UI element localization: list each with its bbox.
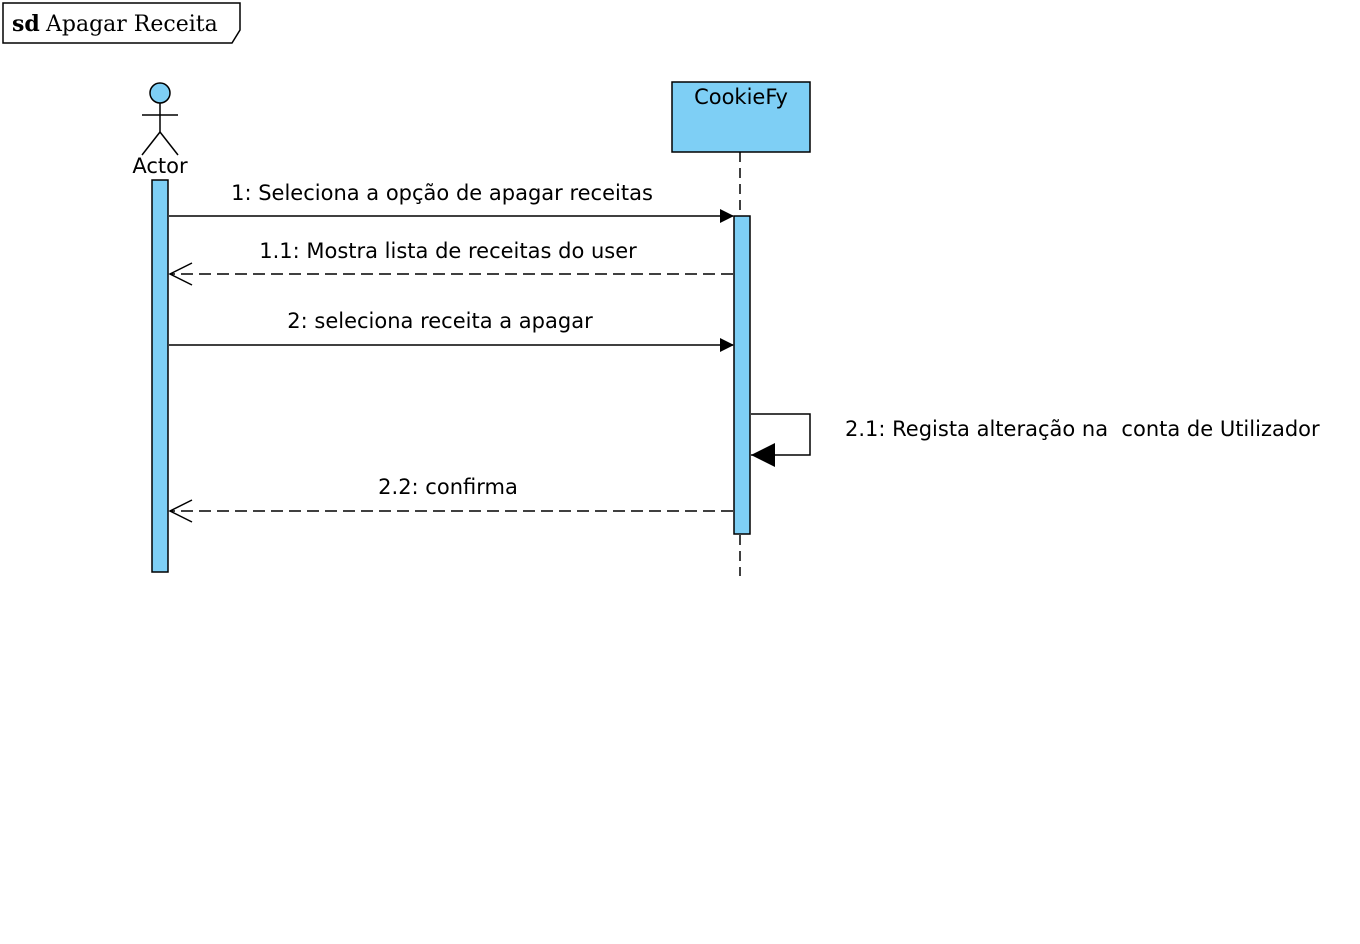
- system-activation-bar: [733, 215, 751, 535]
- system-participant[interactable]: CookieFy: [671, 81, 811, 153]
- message-1-1-arrowhead: [168, 262, 193, 286]
- system-name: CookieFy: [694, 85, 788, 109]
- message-2: 2: seleciona receita a apagar: [169, 309, 734, 352]
- message-2-label: 2: seleciona receita a apagar: [287, 309, 593, 333]
- message-2-1: 2.1: Regista alteração na conta de Utili…: [751, 413, 1320, 467]
- system-head-box: [671, 81, 811, 153]
- message-2-1-label: 2.1: Regista alteração na conta de Utili…: [845, 417, 1320, 441]
- actor-icon: [141, 82, 179, 156]
- message-1: 1: Seleciona a opção de apagar receitas: [169, 181, 734, 223]
- message-1-1: 1.1: Mostra lista de receitas do user: [168, 239, 733, 286]
- message-2-2-arrowhead: [168, 499, 193, 523]
- frame-name: Apagar Receita: [45, 12, 218, 37]
- message-1-label: 1: Seleciona a opção de apagar receitas: [231, 181, 653, 205]
- actor-participant[interactable]: Actor: [132, 82, 188, 178]
- message-2-2-label: 2.2: confirma: [378, 475, 518, 499]
- message-2-2: 2.2: confirma: [168, 475, 733, 523]
- frame-keyword: sd: [12, 11, 40, 37]
- message-1-1-label: 1.1: Mostra lista de receitas do user: [259, 239, 637, 263]
- message-2-1-arrow: [751, 413, 811, 456]
- message-2-1-arrowhead: [751, 443, 775, 467]
- actor-activation-bar: [151, 179, 169, 573]
- frame-label: sd Apagar Receita: [2, 2, 241, 44]
- actor-name: Actor: [132, 154, 188, 178]
